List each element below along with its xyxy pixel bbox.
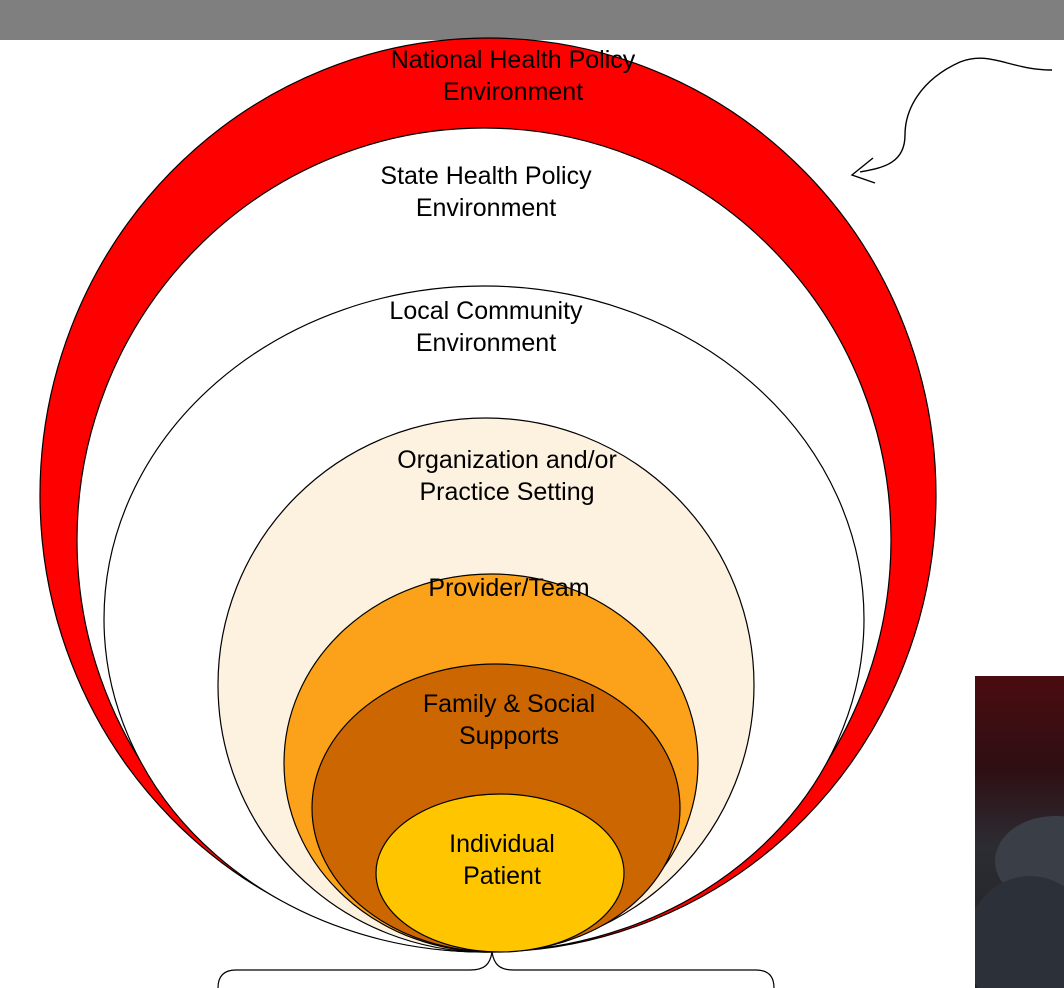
label-local: Local Community Environment [291,295,681,359]
label-patient-line-1: Individual [449,830,555,858]
label-state: State Health Policy Environment [291,160,681,224]
label-organization-line-2: Practice Setting [419,478,595,506]
label-state-line-2: Environment [415,194,557,222]
arrow-head-icon [850,157,876,184]
label-organization-line-1: Organization and/or [397,446,617,474]
slide-header-bar [0,0,1064,40]
label-family-line-1: Family & Social [422,690,596,718]
label-family-line-2: Supports [458,722,560,750]
ring-patient [375,793,625,953]
label-national: National Health Policy Environment [318,44,708,108]
label-family: Family & Social Supports [314,688,704,752]
label-national-line-2: Environment [442,78,584,106]
callout-arrow [859,57,1053,173]
label-local-line-2: Environment [415,329,557,357]
label-provider: Provider/Team [314,572,704,604]
cropped-photo [975,676,1064,988]
label-patient: Individual Patient [402,828,602,892]
label-state-line-1: State Health Policy [380,162,592,190]
label-patient-line-2: Patient [463,862,541,890]
label-national-line-1: National Health Policy [390,46,636,74]
label-organization: Organization and/or Practice Setting [312,444,702,508]
label-provider-line-1: Provider/Team [428,574,590,602]
label-local-line-1: Local Community [389,297,583,325]
bottom-brace [217,951,775,988]
photo-detail [975,876,1064,988]
